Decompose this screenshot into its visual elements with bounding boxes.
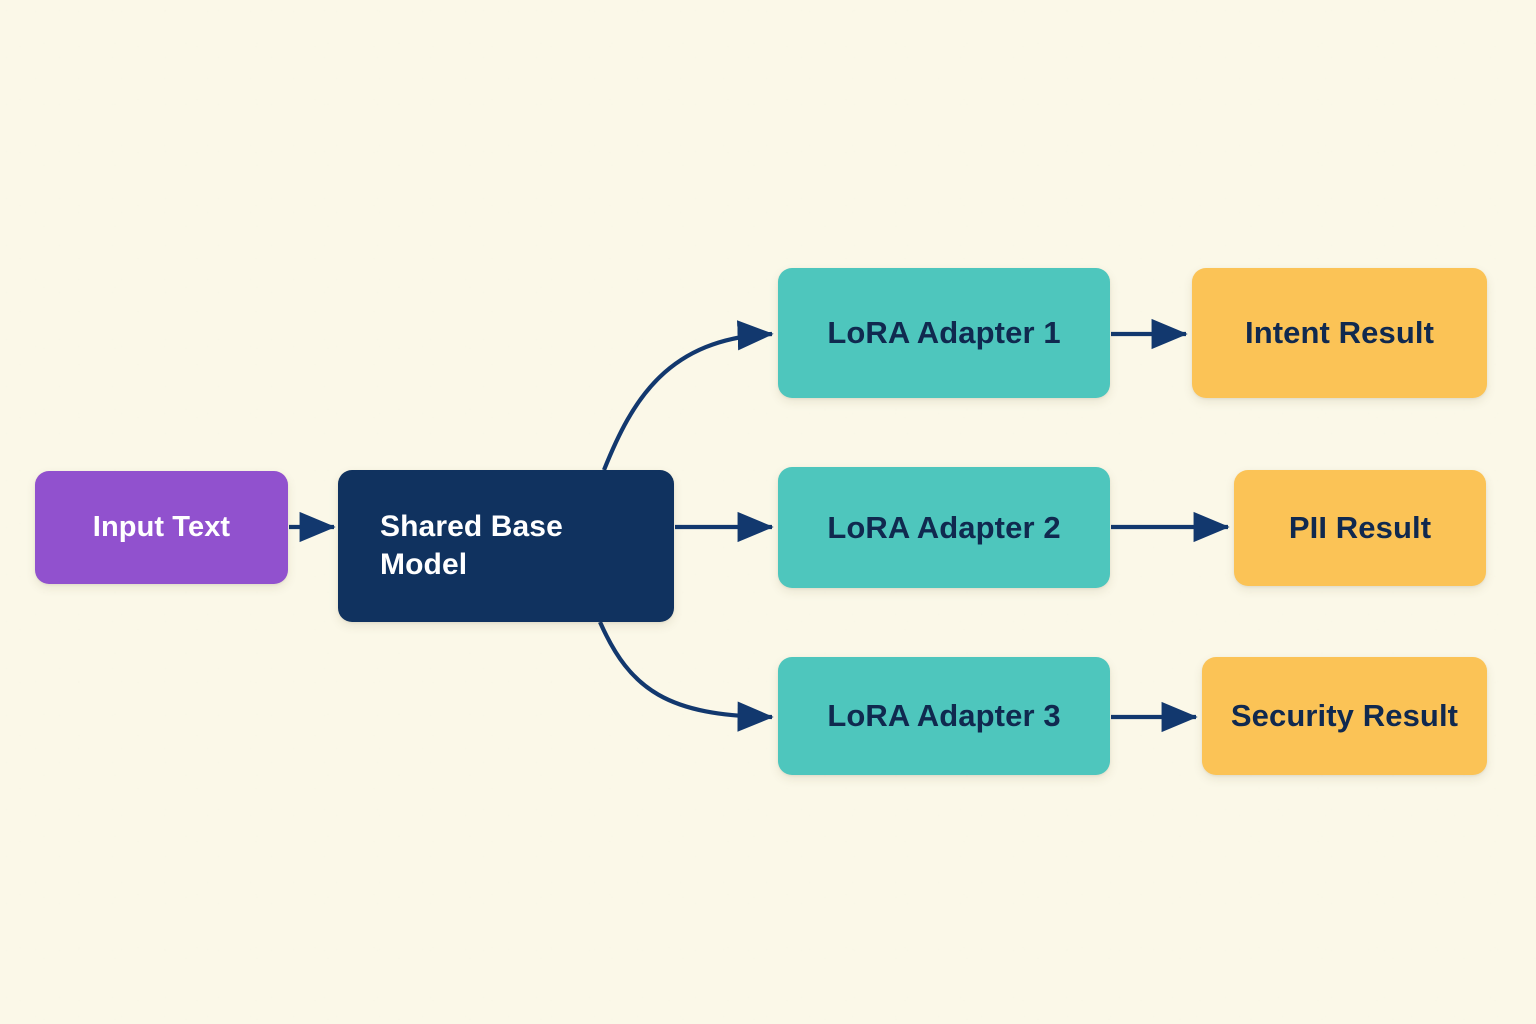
node-lora-adapter-1[interactable]: LoRA Adapter 1 bbox=[778, 268, 1110, 398]
node-pii-result[interactable]: PII Result bbox=[1234, 470, 1486, 586]
node-input-text[interactable]: Input Text bbox=[35, 471, 288, 584]
node-pii-result-label: PII Result bbox=[1288, 510, 1432, 546]
node-lora-adapter-2[interactable]: LoRA Adapter 2 bbox=[778, 467, 1110, 588]
node-lora-adapter-1-label: LoRA Adapter 1 bbox=[827, 315, 1061, 351]
edge-base-to-adapter-3 bbox=[598, 621, 774, 732]
node-lora-adapter-3[interactable]: LoRA Adapter 3 bbox=[778, 657, 1110, 775]
node-lora-adapter-2-label: LoRA Adapter 2 bbox=[827, 509, 1061, 545]
node-security-result-label: Security Result bbox=[1230, 698, 1459, 734]
node-shared-base-model[interactable]: Shared Base Model bbox=[338, 470, 674, 622]
node-intent-result[interactable]: Intent Result bbox=[1192, 268, 1487, 398]
edge-base-to-adapter-1 bbox=[602, 320, 774, 471]
node-input-text-label: Input Text bbox=[92, 510, 231, 543]
node-shared-base-model-label: Shared Base Model bbox=[380, 509, 563, 581]
node-intent-result-label: Intent Result bbox=[1244, 315, 1435, 351]
node-lora-adapter-3-label: LoRA Adapter 3 bbox=[827, 698, 1061, 734]
node-security-result[interactable]: Security Result bbox=[1202, 657, 1487, 775]
